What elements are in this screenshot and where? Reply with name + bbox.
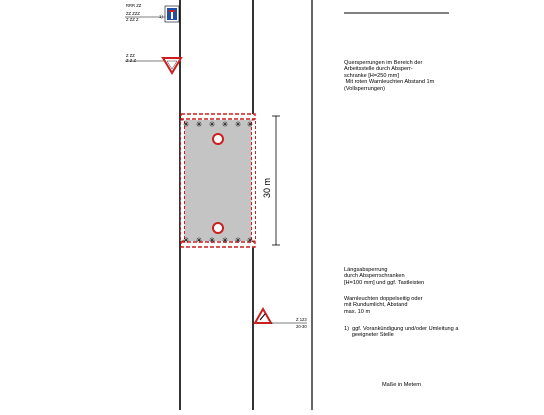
warning-light-icon: ✳ (183, 236, 190, 245)
warning-light-icon: ✳ (222, 120, 229, 129)
warning-light-icon: ✳ (247, 120, 254, 129)
barrier-right (251, 119, 256, 242)
no-entry-sign-top-icon (212, 133, 224, 145)
warning-light-icon: ✳ (196, 120, 203, 129)
note-footnote: 1) ggf. Vorankündigung und/oder Umleitun… (344, 326, 459, 339)
warning-light-icon: ✳ (235, 236, 242, 245)
warning-lights-top: ✳ ✳ ✳ ✳ ✳ ✳ (183, 120, 254, 129)
dead-end-bar (169, 10, 175, 12)
top-sign-code-1: RRR ZZ (126, 3, 142, 8)
top-sign-footnote-ref: 1) (159, 14, 163, 19)
dimension-label: 30 m (262, 178, 272, 198)
yield-sign-code-2: Z Z Z (126, 58, 137, 63)
roadworks-sign-code: Z 123 (296, 317, 307, 322)
warning-light-icon: ✳ (247, 236, 254, 245)
yield-sign-code-1: Z ZZ (126, 53, 135, 58)
yield-sign-inner (166, 60, 178, 70)
warning-light-icon: ✳ (222, 236, 229, 245)
roadworks-sign-distance: 20-30 (296, 324, 307, 329)
dead-end-stem (171, 11, 173, 19)
warning-light-icon: ✳ (235, 120, 242, 129)
note-longitudinal-barriers: Längsabsperrung durch Absperrschranken [… (344, 267, 425, 286)
barrier-bottom (180, 241, 256, 248)
note-warning-lights: Warnleuchten doppelseitig oder mit Rundu… (344, 296, 423, 315)
roadworks-sign-worker (259, 313, 266, 321)
top-sign-code-2: ZZ ZZZ (126, 11, 140, 16)
warning-lights-bottom: ✳ ✳ ✳ ✳ ✳ ✳ (183, 236, 254, 245)
barrier-top (180, 113, 256, 120)
barrier-left (180, 119, 185, 242)
top-sign-code-3: Z ZZ Z (126, 17, 139, 22)
warning-light-icon: ✳ (196, 236, 203, 245)
warning-light-icon: ✳ (183, 120, 190, 129)
note-cross-barriers: Quersperrungen im Bereich der Arbeitsste… (344, 60, 435, 92)
note-units: Maße in Metern (382, 382, 422, 388)
warning-light-icon: ✳ (209, 236, 216, 245)
no-entry-sign-bottom-icon (212, 222, 224, 234)
warning-light-icon: ✳ (209, 120, 216, 129)
